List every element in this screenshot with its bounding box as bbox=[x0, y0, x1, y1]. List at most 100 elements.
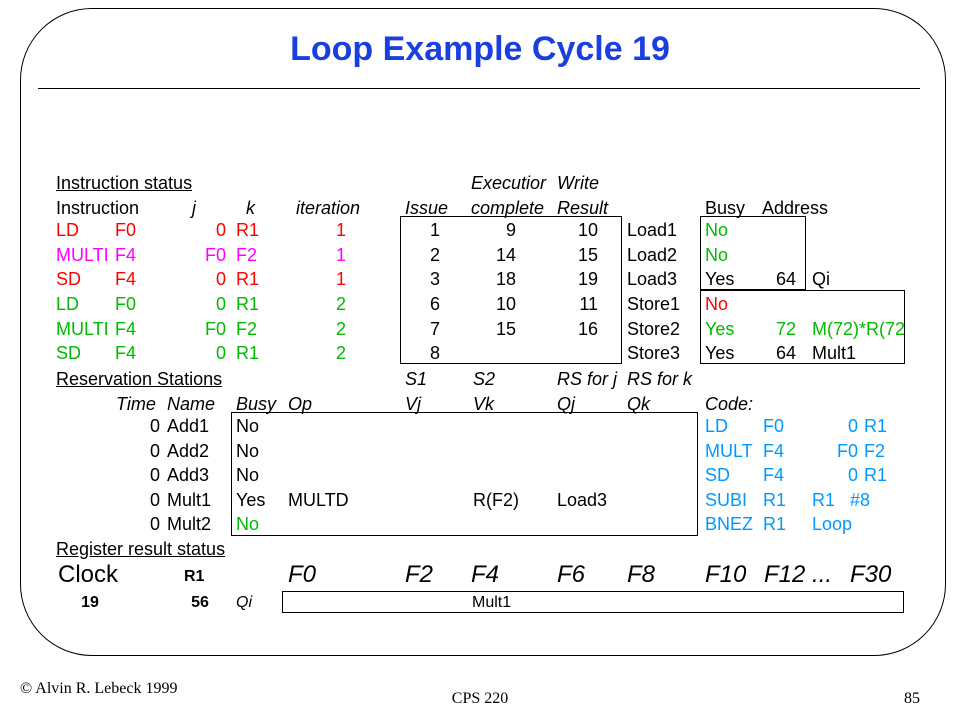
slide-title: Loop Example Cycle 19 bbox=[290, 30, 670, 68]
instr-k: R1 bbox=[236, 294, 260, 314]
title-rule bbox=[38, 88, 920, 89]
busy-col-header: Busy bbox=[705, 198, 746, 218]
rs-busy: Yes bbox=[236, 490, 266, 510]
instr-k: F2 bbox=[236, 319, 258, 339]
buffer-busy: Yes bbox=[705, 319, 735, 339]
s2-col-top: S2 bbox=[473, 369, 496, 389]
instr-k: R1 bbox=[236, 220, 260, 240]
reg-name-f2: F2 bbox=[405, 561, 434, 588]
s1-col-top: S1 bbox=[405, 369, 428, 389]
instr-iteration: 2 bbox=[335, 319, 346, 339]
instr-issue: 6 bbox=[429, 294, 440, 314]
instr-write-result: 10 bbox=[577, 220, 598, 240]
rs-name: Mult1 bbox=[167, 490, 212, 510]
instr-issue: 1 bbox=[429, 220, 440, 240]
code-op: BNEZ bbox=[705, 514, 754, 534]
clock-value: 19 bbox=[81, 594, 99, 611]
rs-name: Add1 bbox=[167, 416, 210, 436]
instr-exec-complete: 9 bbox=[505, 220, 516, 240]
code-heading: Code: bbox=[705, 394, 754, 414]
j-col-header: j bbox=[192, 198, 196, 218]
complete-col-header: complete bbox=[471, 198, 545, 218]
op-col-header: Op bbox=[288, 394, 313, 414]
buffer-busy: No bbox=[705, 220, 729, 240]
buffer-busy: Yes bbox=[705, 269, 735, 289]
instr-write-result: 15 bbox=[577, 245, 598, 265]
instr-exec-complete: 15 bbox=[495, 319, 516, 339]
r1-value: 56 bbox=[191, 594, 209, 611]
instr-dst: F4 bbox=[115, 245, 137, 265]
rs-busy: No bbox=[236, 441, 260, 461]
instr-j: F0 bbox=[204, 319, 226, 339]
buffer-q: Qi bbox=[812, 269, 830, 289]
instr-exec-complete: 10 bbox=[495, 294, 516, 314]
instr-write-result: 16 bbox=[577, 319, 598, 339]
code-arg-1: R1 bbox=[763, 514, 787, 534]
reg-name-f8: F8 bbox=[627, 561, 656, 588]
reg-name-f6: F6 bbox=[557, 561, 586, 588]
code-arg-2: Loop bbox=[812, 514, 853, 534]
copyright-text: © Alvin R. Lebeck 1999 bbox=[20, 680, 178, 697]
rs-qj: Load3 bbox=[557, 490, 608, 510]
instr-j: 0 bbox=[215, 343, 226, 363]
time-col-header: Time bbox=[116, 394, 156, 414]
code-arg-3: F2 bbox=[864, 441, 886, 461]
instr-exec-complete: 18 bbox=[495, 269, 516, 289]
code-arg-3: R1 bbox=[864, 465, 888, 485]
instr-issue: 8 bbox=[429, 343, 440, 363]
rs-time: 0 bbox=[149, 465, 160, 485]
vk-col-header: Vk bbox=[473, 394, 495, 414]
reg-name-f4: F4 bbox=[471, 561, 500, 588]
instr-dst: F4 bbox=[115, 319, 137, 339]
f4-status: Mult1 bbox=[472, 594, 512, 611]
register-status-box bbox=[282, 591, 904, 613]
slide-frame bbox=[20, 8, 946, 656]
write-col-top: Write bbox=[557, 173, 599, 193]
code-arg-1: R1 bbox=[763, 490, 787, 510]
r1-label: R1 bbox=[184, 568, 205, 585]
instr-op: MULTI bbox=[56, 319, 109, 339]
buffer-name: Load1 bbox=[627, 220, 678, 240]
instr-exec-complete: 14 bbox=[495, 245, 516, 265]
rs-for-j-col-top: RS for j bbox=[557, 369, 618, 389]
buffer-name: Load2 bbox=[627, 245, 678, 265]
buffer-name: Store1 bbox=[627, 294, 681, 314]
buffer-address: 64 bbox=[775, 269, 796, 289]
instr-write-result: 19 bbox=[577, 269, 598, 289]
instr-issue: 2 bbox=[429, 245, 440, 265]
instr-k: F2 bbox=[236, 245, 258, 265]
result-col-header: Result bbox=[557, 198, 609, 218]
rs-busy: No bbox=[236, 465, 260, 485]
code-op: SUBI bbox=[705, 490, 748, 510]
instruction-timing-box bbox=[400, 216, 622, 364]
register-status-heading: Register result status bbox=[56, 539, 226, 559]
instruction-col-header: Instruction bbox=[56, 198, 140, 218]
issue-col-header: Issue bbox=[405, 198, 449, 218]
buffer-busy: No bbox=[705, 245, 729, 265]
course-label: CPS 220 bbox=[451, 690, 509, 707]
code-arg-1: F4 bbox=[763, 465, 785, 485]
code-op: MULT bbox=[705, 441, 753, 461]
instr-iteration: 1 bbox=[335, 245, 346, 265]
rs-time: 0 bbox=[149, 416, 160, 436]
instr-issue: 7 bbox=[429, 319, 440, 339]
qk-col-header: Qk bbox=[627, 394, 651, 414]
instr-issue: 3 bbox=[429, 269, 440, 289]
store-buffer-box bbox=[700, 290, 905, 364]
rs-op: MULTD bbox=[288, 490, 349, 510]
rs-busy-col-header: Busy bbox=[236, 394, 277, 414]
k-col-header: k bbox=[246, 198, 255, 218]
instr-j: F0 bbox=[204, 245, 226, 265]
instr-op: SD bbox=[56, 343, 82, 363]
instr-dst: F4 bbox=[115, 343, 137, 363]
instr-dst: F0 bbox=[115, 294, 137, 314]
code-op: LD bbox=[705, 416, 729, 436]
execution-col-top: Executior bbox=[471, 173, 547, 193]
rs-for-k-col-top: RS for k bbox=[627, 369, 693, 389]
page-number: 85 bbox=[904, 690, 920, 707]
rs-vk: R(F2) bbox=[473, 490, 519, 510]
rs-name: Mult2 bbox=[167, 514, 212, 534]
reservation-stations-heading: Reservation Stations bbox=[56, 369, 223, 389]
code-arg-2: 0 bbox=[847, 465, 858, 485]
instruction-status-heading: Instruction status bbox=[56, 173, 193, 193]
